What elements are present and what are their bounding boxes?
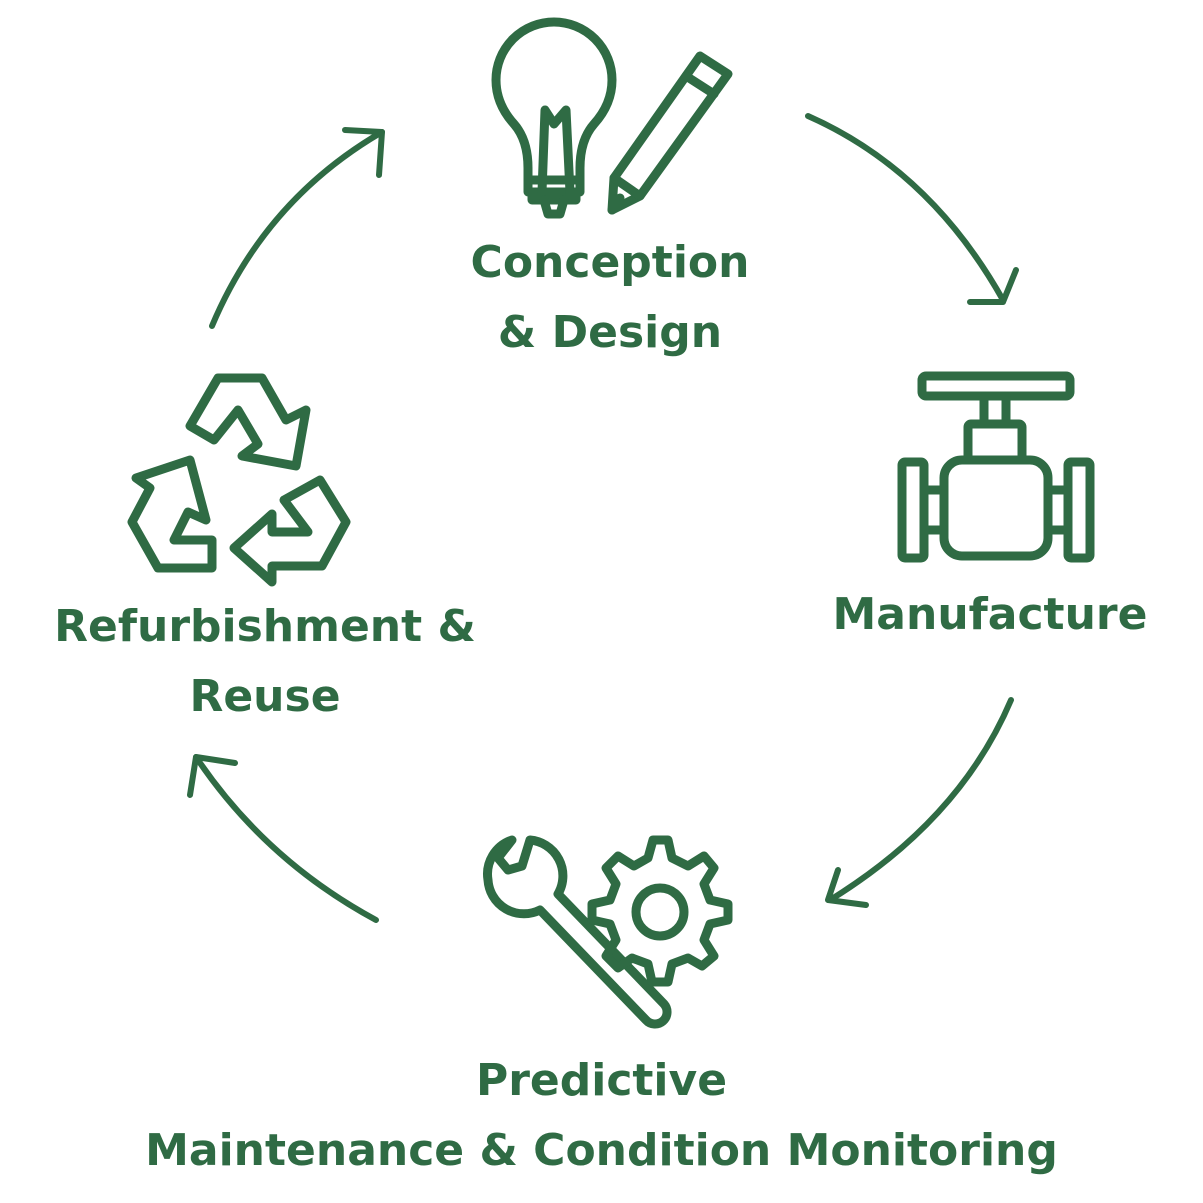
stage-label-line: Refurbishment & bbox=[54, 601, 476, 652]
cycle-arrow-refurbishment-to-design bbox=[209, 127, 385, 329]
valve-icon bbox=[897, 371, 1095, 563]
cycle-arrow-design-to-manufacture bbox=[805, 113, 1019, 305]
stage-label-line: Conception bbox=[470, 237, 750, 288]
stage-label-refurbishment: Refurbishment & Reuse bbox=[30, 592, 500, 732]
cycle-arrow-maintenance-to-refurbishment bbox=[187, 754, 379, 923]
stage-label-manufacture: Manufacture bbox=[800, 580, 1180, 650]
stage-label-line: Predictive bbox=[475, 1055, 728, 1106]
lightbulb-pencil-icon bbox=[491, 17, 733, 219]
cycle-arrow-manufacture-to-maintenance bbox=[825, 697, 1014, 908]
stage-label-line: Reuse bbox=[189, 671, 341, 722]
stage-label-line: Maintenance & Condition Monitoring bbox=[145, 1125, 1058, 1176]
stage-label-line: Manufacture bbox=[832, 589, 1148, 640]
stage-label-line: & Design bbox=[497, 307, 723, 358]
recycle-icon bbox=[127, 373, 351, 587]
stage-label-design: Conception & Design bbox=[410, 228, 810, 368]
wrench-gear-icon bbox=[483, 835, 733, 1029]
stage-label-maintenance: Predictive Maintenance & Condition Monit… bbox=[100, 1046, 1103, 1186]
